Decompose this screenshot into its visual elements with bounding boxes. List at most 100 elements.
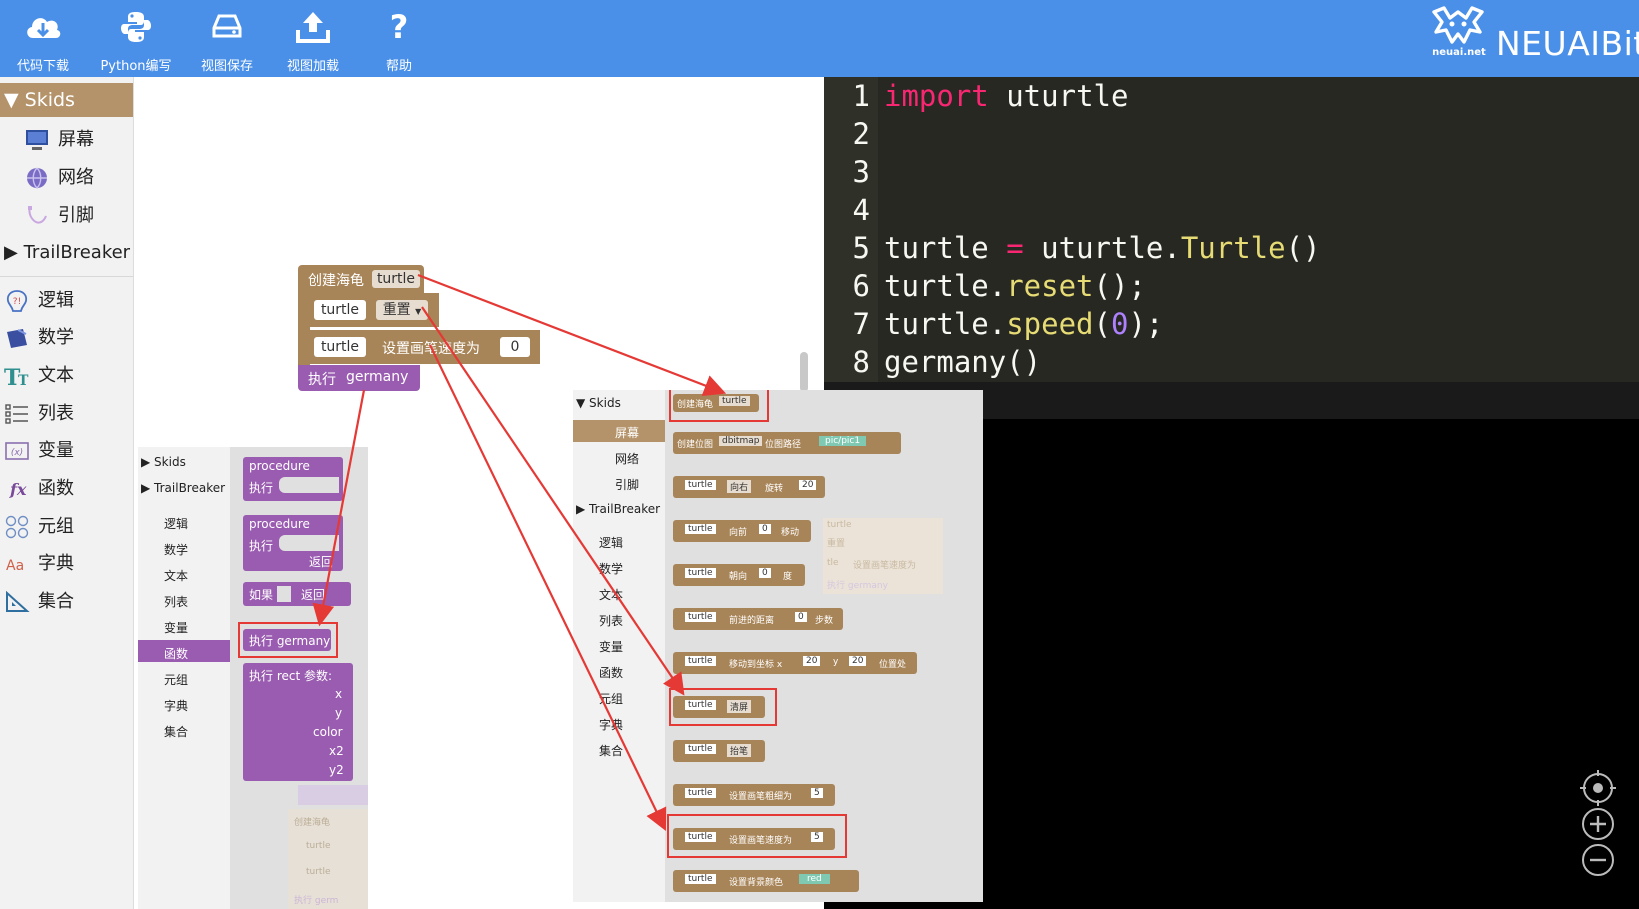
code-token: turtle xyxy=(884,231,1007,265)
toolbox-trailbreaker-category[interactable]: ▶ TrailBreaker xyxy=(4,242,131,263)
code-line-1: import uturtle xyxy=(884,79,1128,113)
exec-germany-block[interactable]: 执行 germany xyxy=(298,365,420,391)
set-icon xyxy=(6,590,30,612)
zoom-in-icon[interactable] xyxy=(1582,808,1614,840)
reset-dropdown[interactable]: 重置 ▼ xyxy=(376,300,428,320)
toolbox-item-set[interactable]: 集合 xyxy=(0,584,133,620)
create-turtle-block[interactable]: 创建海龟 turtle xyxy=(298,265,424,293)
fly-turtle-slot: turtle xyxy=(685,788,716,798)
code-token: turtle. xyxy=(884,269,1007,303)
variable-icon: (x) xyxy=(5,442,29,460)
procedure-exec: 执行 xyxy=(249,539,274,553)
brand-name: NEUAIBit xyxy=(1496,24,1639,63)
number-token: 0 xyxy=(1111,307,1129,341)
help-button[interactable]: ? 帮助 xyxy=(366,0,432,77)
mini-text: 文本 xyxy=(599,588,624,602)
toolbox-item-function[interactable]: fx 函数 xyxy=(0,471,133,507)
math-icon xyxy=(7,329,27,348)
toolbox-item-tuple[interactable]: 元组 xyxy=(0,509,133,545)
code-token: () xyxy=(1285,231,1321,265)
fly-penup-block: turtle 抬笔 xyxy=(673,740,765,762)
download-code-button[interactable]: 代码下载 xyxy=(10,0,76,77)
save-view-button[interactable]: 视图保存 xyxy=(194,0,260,77)
fly-heading-block: turtle 朝向 0 度 xyxy=(673,564,805,586)
fly-goto-block: turtle 移动到坐标 x 20 y 20 位置处 xyxy=(673,652,917,674)
procedure-return: 返回 xyxy=(309,555,334,569)
if-slot xyxy=(277,586,291,602)
python-edit-label: Python编写 xyxy=(100,59,172,74)
fly-degree-label: 度 xyxy=(783,572,793,582)
mini-logic: 逻辑 xyxy=(164,517,189,531)
toolbox-skids-category[interactable]: ▼ Skids xyxy=(0,83,133,117)
mini-trailbreaker: ▶ TrailBreaker xyxy=(576,502,661,516)
fly-clear-label: 清屏 xyxy=(727,700,752,713)
ghost-turtle-stack: 创建海龟 turtle turtle 执行 germ xyxy=(288,809,368,909)
function-token: speed xyxy=(1006,307,1094,341)
recenter-icon[interactable] xyxy=(1580,770,1616,806)
mini-trailbreaker-label: TrailBreaker xyxy=(154,481,226,495)
logic-label: 逻辑 xyxy=(38,290,74,311)
mini-function: 函数 xyxy=(599,666,624,680)
param-x: x xyxy=(335,687,343,701)
workspace-scrollbar[interactable] xyxy=(800,352,808,392)
python-code-editor[interactable]: 1 2 3 4 5 6 7 8 import uturtle turtle = … xyxy=(824,77,1639,382)
toolbox-item-dict[interactable]: Aa 字典 xyxy=(0,546,133,582)
fly-turtle-slot: turtle xyxy=(685,832,716,842)
mini-screen: 屏幕 xyxy=(615,426,640,440)
toolbox-item-logic[interactable]: ?! 逻辑 xyxy=(0,283,133,319)
highlight-box xyxy=(238,622,338,658)
param-color: color xyxy=(313,725,343,739)
ghost-turtle-label: turtle xyxy=(306,867,331,877)
keyword-token: import xyxy=(884,79,989,113)
skids-label: Skids xyxy=(24,89,75,111)
reset-block[interactable]: turtle 重置 ▼ xyxy=(304,293,439,327)
fly-turtle-field: turtle xyxy=(719,396,750,406)
top-toolbar: 代码下载 Python编写 视图保存 视图加载 xyxy=(0,0,1639,77)
turtle-var-slot[interactable]: turtle xyxy=(314,300,366,320)
speed-value-field[interactable]: 0 xyxy=(500,337,530,357)
fly-move-label: 移动 xyxy=(781,528,800,538)
set-speed-block[interactable]: turtle 设置画笔速度为 0 xyxy=(304,330,540,364)
code-token: (); xyxy=(1093,269,1146,303)
fly-width-block: turtle 设置画笔粗细为 5 xyxy=(673,784,835,806)
download-code-label: 代码下载 xyxy=(16,59,69,74)
fly-rotate-label: 旋转 xyxy=(765,484,784,494)
turtle-var-slot[interactable]: turtle xyxy=(314,337,366,357)
procedure-name: procedure xyxy=(249,459,310,473)
svg-text:T: T xyxy=(18,373,29,388)
turtle-name-field[interactable]: turtle xyxy=(372,270,420,288)
toolbox-item-pin[interactable]: 引脚 xyxy=(0,198,133,234)
fly-bitmap-block: 创建位图 dbitmap 位图路径 pic/pic1 xyxy=(673,432,901,454)
load-view-button[interactable]: 视图加载 xyxy=(280,0,346,77)
ghost-stack: turtle 重置 tle 设置画笔速度为 执行 germany xyxy=(823,518,943,594)
python-icon xyxy=(121,12,151,42)
line-number: 7 xyxy=(852,307,870,341)
procedure-slot xyxy=(279,535,339,551)
code-token: uturtle. xyxy=(1023,231,1181,265)
fly-turtle-slot: turtle xyxy=(685,700,716,710)
ghost-exec-label: 执行 germany xyxy=(827,581,888,591)
param-y2: y2 xyxy=(329,763,344,777)
code-token: germany() xyxy=(884,345,1042,379)
python-edit-button[interactable]: Python编写 xyxy=(96,0,176,77)
mini-variable: 变量 xyxy=(599,640,624,654)
brand-domain: neuai.net xyxy=(1432,47,1486,58)
toolbox-item-math[interactable]: 数学 xyxy=(0,320,133,356)
toolbox-item-variable[interactable]: (x) 变量 xyxy=(0,433,133,469)
mini-math: 数学 xyxy=(599,562,624,576)
toolbox-item-screen[interactable]: 屏幕 xyxy=(0,122,133,158)
svg-text:Aa: Aa xyxy=(6,558,24,574)
arrow-create-turtle xyxy=(417,273,727,396)
toolbox-item-network[interactable]: 网络 xyxy=(0,160,133,196)
line-number: 1 xyxy=(852,79,870,113)
code-token: turtle. xyxy=(884,307,1007,341)
code-line-6: turtle.reset(); xyxy=(884,269,1146,303)
procedure-name: procedure xyxy=(249,517,310,531)
code-line-5: turtle = uturtle.Turtle() xyxy=(884,231,1321,265)
zoom-out-icon[interactable] xyxy=(1582,844,1614,876)
fly-turtle-slot: turtle xyxy=(685,612,716,622)
toolbox-item-list[interactable]: 列表 xyxy=(0,396,133,432)
return-label: 返回 xyxy=(301,588,326,602)
svg-text:T: T xyxy=(4,365,21,388)
